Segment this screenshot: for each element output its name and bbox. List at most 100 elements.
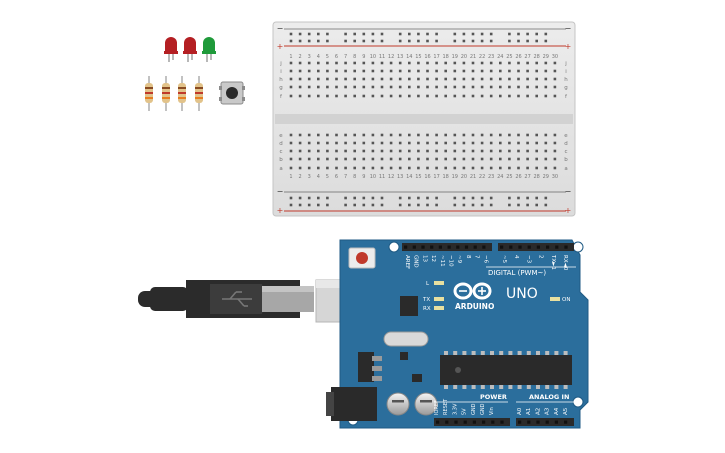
digital-pin-label: 2	[538, 255, 544, 259]
column-number: 23	[488, 174, 494, 180]
row-letter: f	[280, 94, 283, 100]
column-number: 19	[452, 54, 458, 60]
column-number: 6	[335, 54, 338, 60]
column-number: 21	[470, 174, 476, 180]
row-letter: j	[564, 61, 567, 67]
power-pin-label: GND	[480, 403, 486, 415]
column-number: 3	[308, 54, 311, 60]
digital-pin-label: 4	[513, 255, 519, 259]
analog-pin-label: A3	[545, 407, 551, 415]
column-number: 14	[406, 174, 412, 180]
column-number: 30	[552, 174, 558, 180]
digital-pin-label: ~6	[482, 255, 488, 264]
column-number: 2	[299, 174, 302, 180]
column-number: 14	[406, 54, 412, 60]
digital-pin-label: TX►1	[550, 254, 556, 270]
column-number: 20	[461, 174, 467, 180]
brand-label: ARDUINO	[455, 302, 494, 311]
row-letter: c	[564, 149, 567, 155]
column-number: 22	[479, 174, 485, 180]
led-group[interactable]	[164, 37, 216, 62]
row-letter: g	[279, 85, 283, 91]
digital-pin-label: ~3	[525, 255, 531, 264]
rail-sign: +	[565, 206, 572, 215]
row-letter: d	[564, 141, 568, 147]
digital-pin-label: GND	[413, 255, 419, 268]
row-letter: e	[279, 133, 283, 139]
led-rx-label: RX	[423, 306, 431, 312]
pushbutton[interactable]	[219, 81, 245, 105]
column-number: 29	[543, 54, 549, 60]
digital-pin-label: 12	[430, 255, 436, 262]
column-number: 10	[370, 174, 376, 180]
column-number: 16	[424, 54, 430, 60]
led-tx-label: TX	[422, 297, 430, 303]
column-number: 18	[443, 54, 449, 60]
column-number: 9	[362, 174, 365, 180]
column-number: 26	[515, 174, 521, 180]
rail-sign: −	[277, 187, 284, 196]
led-on-label: ON	[562, 297, 570, 303]
column-number: 28	[534, 174, 540, 180]
row-letter: h	[279, 77, 283, 83]
column-number: 24	[497, 174, 503, 180]
row-letter: a	[279, 166, 282, 172]
column-number: 20	[461, 54, 467, 60]
column-number: 6	[335, 174, 338, 180]
arduino-logo-icon	[453, 282, 492, 300]
row-letter: i	[565, 69, 567, 75]
row-letter: f	[565, 94, 568, 100]
power-pin-label: GND	[471, 403, 477, 415]
column-number: 15	[415, 54, 421, 60]
rail-sign: −	[277, 24, 284, 33]
column-number: 18	[443, 174, 449, 180]
column-number: 1	[289, 174, 292, 180]
row-letter: g	[564, 85, 568, 91]
column-number: 5	[326, 174, 329, 180]
column-number: 5	[326, 54, 329, 60]
digital-pin-label: ~11	[439, 255, 445, 267]
column-number: 4	[317, 54, 320, 60]
column-number: 28	[534, 54, 540, 60]
column-number: 27	[524, 54, 530, 60]
resistor[interactable]	[162, 76, 170, 111]
digital-pin-label: 7	[474, 255, 480, 259]
column-number: 19	[452, 174, 458, 180]
digital-pin-label: RX◄0	[562, 255, 568, 271]
reset-button[interactable]	[348, 247, 376, 269]
red-led-1[interactable]	[164, 37, 178, 62]
green-led[interactable]	[202, 37, 216, 62]
digital-pin-label: ~10	[448, 255, 454, 267]
row-letter: e	[564, 133, 568, 139]
row-letter: i	[280, 69, 282, 75]
column-number: 8	[353, 174, 356, 180]
column-number: 17	[433, 174, 439, 180]
power-jack[interactable]	[326, 387, 377, 421]
resistor[interactable]	[195, 76, 203, 111]
digital-pin-label: AREF	[404, 255, 410, 269]
usb-icon	[222, 291, 252, 307]
column-number: 25	[506, 54, 512, 60]
power-pin-label: RESET	[443, 398, 449, 415]
column-number: 7	[344, 54, 347, 60]
row-letter: h	[564, 77, 568, 83]
column-number: 12	[388, 174, 394, 180]
red-led-2[interactable]	[183, 37, 197, 62]
resistor[interactable]	[145, 76, 153, 111]
column-number: 1	[289, 54, 292, 60]
column-number: 12	[388, 54, 394, 60]
column-number: 15	[415, 174, 421, 180]
column-number: 22	[479, 54, 485, 60]
resistor[interactable]	[178, 76, 186, 111]
power-pin-label: IOREF	[434, 400, 440, 415]
breadboard[interactable]: 1122334455667788991010111112121313141415…	[272, 21, 576, 217]
resistor-group[interactable]	[145, 76, 203, 111]
column-number: 26	[515, 54, 521, 60]
column-number: 4	[317, 174, 320, 180]
power-pin-label: Vin	[489, 407, 495, 415]
digital-pin-label: 8	[465, 255, 471, 259]
analog-pin-label: A2	[535, 408, 541, 415]
column-number: 11	[379, 54, 385, 60]
